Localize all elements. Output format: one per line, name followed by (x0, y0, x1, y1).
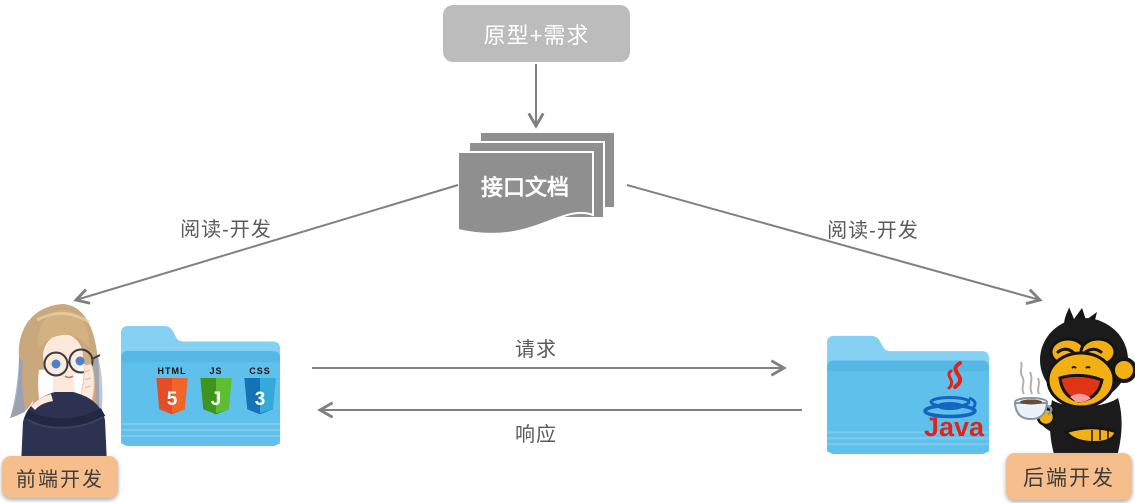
cup-handle (1046, 404, 1053, 416)
edge-label-read-develop-left: 阅读-开发 (180, 219, 272, 241)
monkey-ear (1111, 357, 1135, 383)
edge-label-request: 请求 (515, 339, 557, 361)
frontend-developer-avatar (10, 304, 107, 465)
folder-shape (121, 326, 280, 446)
prototype-requirements-label: 原型+需求 (483, 22, 590, 48)
html5-shield: 5 (156, 378, 188, 415)
mouth (64, 375, 74, 379)
finger-lines (84, 369, 92, 389)
backend-folder-icon: Java (824, 330, 992, 458)
eye-right (75, 356, 85, 366)
frontend-role-badge: 前端开发 (2, 456, 118, 498)
css3-letter: 3 (255, 389, 266, 410)
hair-tint-left (10, 358, 25, 418)
js-title: JS (209, 366, 223, 376)
folder-shape (827, 335, 989, 455)
backend-role-label: 后端开发 (1023, 466, 1115, 490)
glasses-icon (43, 348, 101, 377)
dress-ruffle (24, 408, 106, 428)
hair-tint-right (93, 356, 103, 418)
css3-shield: 3 (244, 378, 276, 415)
belly-hand (1063, 426, 1118, 444)
java-logo-icon: Java (923, 361, 985, 442)
arrow-doc-to-frontend (73, 184, 459, 305)
shoulder-skin (31, 394, 53, 410)
html5-letter: 5 (167, 389, 178, 410)
css3-title: CSS (249, 366, 271, 376)
coffee-cup-icon (1013, 402, 1049, 421)
html5-icon: HTML 5 (154, 366, 190, 416)
frontend-role-label: 前端开发 (16, 468, 104, 491)
document-front (457, 151, 594, 235)
steam-lines (1019, 361, 1040, 395)
backend-developer-mascot (1013, 307, 1135, 460)
frontend-tech-badges: HTML 5 JS J CSS (154, 366, 278, 416)
eye-left (51, 359, 61, 369)
js-icon: JS J (198, 366, 234, 416)
neck-chest (53, 374, 75, 394)
prototype-requirements-node: 原型+需求 (443, 5, 630, 62)
hair-highlight (36, 312, 90, 324)
api-document-stack-icon: 接口文档 (457, 131, 616, 235)
coffee-surface (1020, 399, 1042, 405)
frontend-folder-icon: HTML 5 JS J CSS (118, 320, 283, 450)
html5-title: HTML (157, 366, 187, 376)
java-label: Java (924, 412, 985, 442)
tongue (1070, 393, 1091, 403)
belly-finger-lines (1091, 429, 1109, 441)
edge-label-read-develop-right: 阅读-开发 (827, 220, 919, 242)
js-shield: J (200, 378, 232, 415)
backend-role-badge: 后端开发 (1006, 453, 1132, 500)
dress-ruffle-edge (26, 416, 104, 429)
api-document-label: 接口文档 (481, 175, 569, 200)
edge-label-response: 响应 (515, 424, 557, 446)
css3-icon: CSS 3 (242, 366, 278, 416)
js-letter: J (211, 389, 222, 410)
nostrils (1071, 366, 1091, 369)
closed-eyes (1056, 347, 1103, 355)
hair-bangs (38, 310, 90, 348)
open-mouth (1058, 373, 1104, 403)
